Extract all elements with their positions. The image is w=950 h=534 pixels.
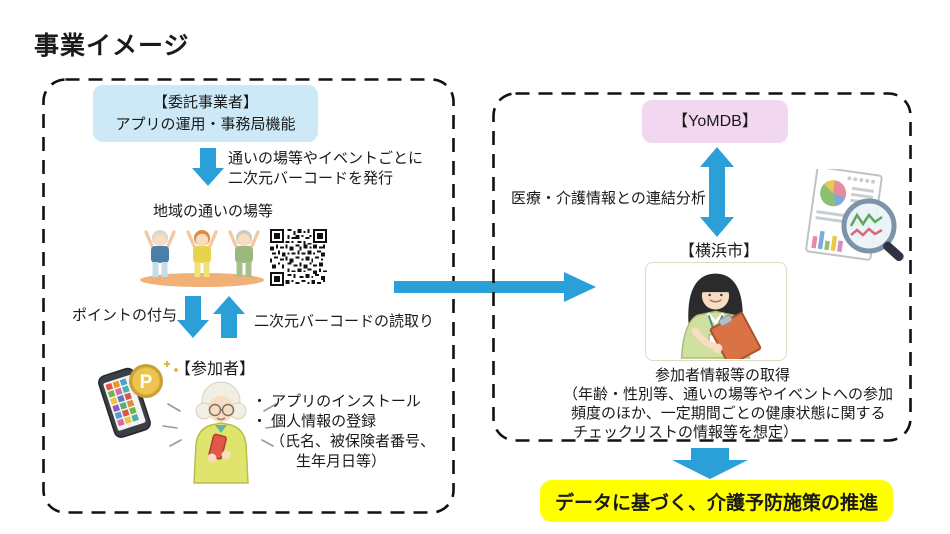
- participant-note-line2: ・ 個人情報の登録: [252, 413, 377, 430]
- participant-notes: ・ アプリのインストール ・ 個人情報の登録 （氏名、被保険者番号、 生年月日等…: [252, 392, 435, 472]
- exercising-people-icon: [140, 230, 264, 287]
- participant-note-line4: 生年月日等）: [296, 453, 387, 470]
- report-magnifier-icon: [805, 169, 904, 262]
- acquisition-note: （年齢・性別等、通いの場等やイベントへの参加 頻度のほか、一定期間ごとの健康状態…: [563, 385, 893, 442]
- city-staff-photo: [645, 262, 787, 361]
- issue-note-line2: 二次元バーコードを発行: [228, 170, 394, 187]
- scan-label: 二次元バーコードの読取り: [254, 313, 435, 330]
- acquisition-title: 参加者情報等の取得: [655, 367, 791, 384]
- operator-box-line1: 【委託事業者】: [152, 93, 258, 111]
- city-label: 【横浜市】: [679, 243, 760, 260]
- community-place-label: 地域の通いの場等: [153, 203, 274, 220]
- smartphone-points-icon: P: [98, 361, 178, 438]
- acquisition-note-line3: チェックリストの情報等を想定）: [573, 424, 799, 441]
- participant-note-line1: ・ アプリのインストール: [252, 393, 421, 410]
- outcome-label: データに基づく、介護予防施策の推進: [554, 492, 878, 514]
- yomdb-city-double-arrow-icon: [700, 147, 734, 237]
- acquisition-note-line2: 頻度のほか、一定期間ごとの健康状態に関する: [571, 405, 886, 422]
- issue-down-arrow-icon: [192, 148, 224, 186]
- city-staff-icon: [680, 273, 762, 359]
- yomdb-label: 【YoMDB】: [672, 112, 758, 130]
- operator-box: 【委託事業者】 アプリの運用・事務局機能: [93, 85, 318, 142]
- analysis-label: 医療・介護情報との連結分析: [511, 190, 706, 207]
- qr-code-icon: [270, 229, 327, 286]
- participant-label: 【参加者】: [175, 361, 256, 378]
- page-title: 事業イメージ: [34, 32, 190, 60]
- points-label: ポイントの付与: [72, 307, 178, 324]
- issue-note-line1: 通いの場等やイベントごとに: [228, 150, 424, 167]
- points-scan-arrows-icon: [177, 296, 245, 338]
- participant-woman-icon: [162, 381, 281, 484]
- outcome-box: データに基づく、介護予防施策の推進: [540, 480, 893, 522]
- issue-note: 通いの場等やイベントごとに 二次元バーコードを発行: [228, 149, 423, 189]
- point-coin-letter: P: [140, 372, 153, 393]
- operator-box-line2: アプリの運用・事務局機能: [115, 115, 296, 133]
- yomdb-box: 【YoMDB】: [642, 100, 788, 143]
- outcome-down-arrow-icon: [672, 448, 748, 479]
- acquisition-note-line1: （年齢・性別等、通いの場等やイベントへの参加: [563, 386, 894, 403]
- participant-note-line3: （氏名、被保険者番号、: [270, 433, 436, 450]
